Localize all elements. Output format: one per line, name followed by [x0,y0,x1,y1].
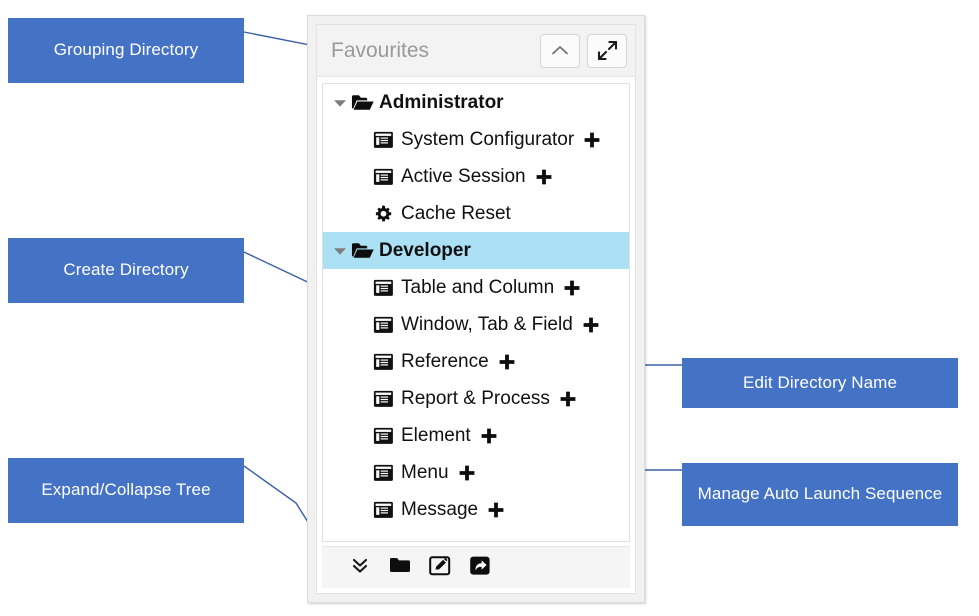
manage-auto-launch-sequence-button[interactable] [460,553,500,583]
callout-label: Manage Auto Launch Sequence [697,484,943,504]
expand-collapse-tree-button[interactable] [340,553,380,583]
pencil-square-icon [429,555,451,581]
tree-item-label: Active Session [401,165,526,187]
window-icon [373,316,397,334]
tree-row[interactable]: Menu [323,454,629,491]
gear-icon [373,204,397,224]
window-icon [373,353,397,371]
panel-title: Favourites [331,38,430,62]
open-folder-icon [351,241,375,260]
tree-row[interactable]: Reference [323,343,629,380]
callout-expand-collapse-tree: Expand/Collapse Tree [8,458,244,523]
window-icon [373,168,397,186]
tree-item-label: Administrator [379,91,504,113]
window-icon [373,279,397,297]
tree-item-label: Table and Column [401,276,555,298]
folder-icon [389,555,411,580]
twisty-down-icon[interactable] [329,246,351,256]
callout-edit-directory-name: Edit Directory Name [682,358,958,408]
window-icon [373,427,397,445]
share-arrow-square-icon [469,555,491,581]
tree-row[interactable]: Cache Reset [323,195,629,232]
window-icon [373,501,397,519]
window-icon [373,390,397,408]
panel-footer-toolbar [322,546,630,588]
add-to-favourites-plus-icon[interactable] [563,279,581,297]
twisty-down-icon[interactable] [329,98,351,108]
tree-item-label: Menu [401,461,449,483]
tree-row[interactable]: Developer [323,232,629,269]
window-icon [373,464,397,482]
callout-grouping-directory: Grouping Directory [8,18,244,83]
add-to-favourites-plus-icon[interactable] [480,427,498,445]
tree-item-label: Developer [379,239,471,261]
tree-row[interactable]: Administrator [323,84,629,121]
add-to-favourites-plus-icon[interactable] [498,353,516,371]
callout-manage-auto-launch-sequence: Manage Auto Launch Sequence [682,463,958,526]
chevron-up-icon [550,44,570,57]
callout-create-directory: Create Directory [8,238,244,303]
tree-item-label: Element [401,424,471,446]
add-to-favourites-plus-icon[interactable] [458,464,476,482]
collapse-panel-button[interactable] [540,33,580,68]
tree-row[interactable]: System Configurator [323,121,629,158]
tree-item-label: Report & Process [401,387,550,409]
panel-header: Favourites [317,25,635,77]
callout-label: Grouping Directory [53,40,199,60]
tree-row[interactable]: Report & Process [323,380,629,417]
callout-label: Expand/Collapse Tree [41,480,211,500]
add-to-favourites-plus-icon[interactable] [535,168,553,186]
tree-row[interactable]: Message [323,491,629,528]
open-folder-icon [351,93,375,112]
tree-row[interactable]: Active Session [323,158,629,195]
tree-row[interactable]: Table and Column [323,269,629,306]
double-chevron-down-icon [350,555,370,580]
expand-arrows-icon [597,40,618,61]
callout-label: Edit Directory Name [743,372,897,392]
maximize-panel-button[interactable] [587,33,627,68]
add-to-favourites-plus-icon[interactable] [487,501,505,519]
tree-item-label: Reference [401,350,489,372]
tree-item-label: System Configurator [401,128,575,150]
edit-directory-name-button[interactable] [420,553,460,583]
tree-row[interactable]: Element [323,417,629,454]
tree-row[interactable]: Window, Tab & Field [323,306,629,343]
tree-item-label: Message [401,498,479,520]
add-to-favourites-plus-icon[interactable] [559,390,577,408]
tree-item-label: Cache Reset [401,202,511,224]
tree-item-label: Window, Tab & Field [401,313,573,335]
create-directory-button[interactable] [380,553,420,583]
add-to-favourites-plus-icon[interactable] [583,131,601,149]
add-to-favourites-plus-icon[interactable] [582,316,600,334]
callout-label: Create Directory [63,260,189,280]
window-icon [373,131,397,149]
